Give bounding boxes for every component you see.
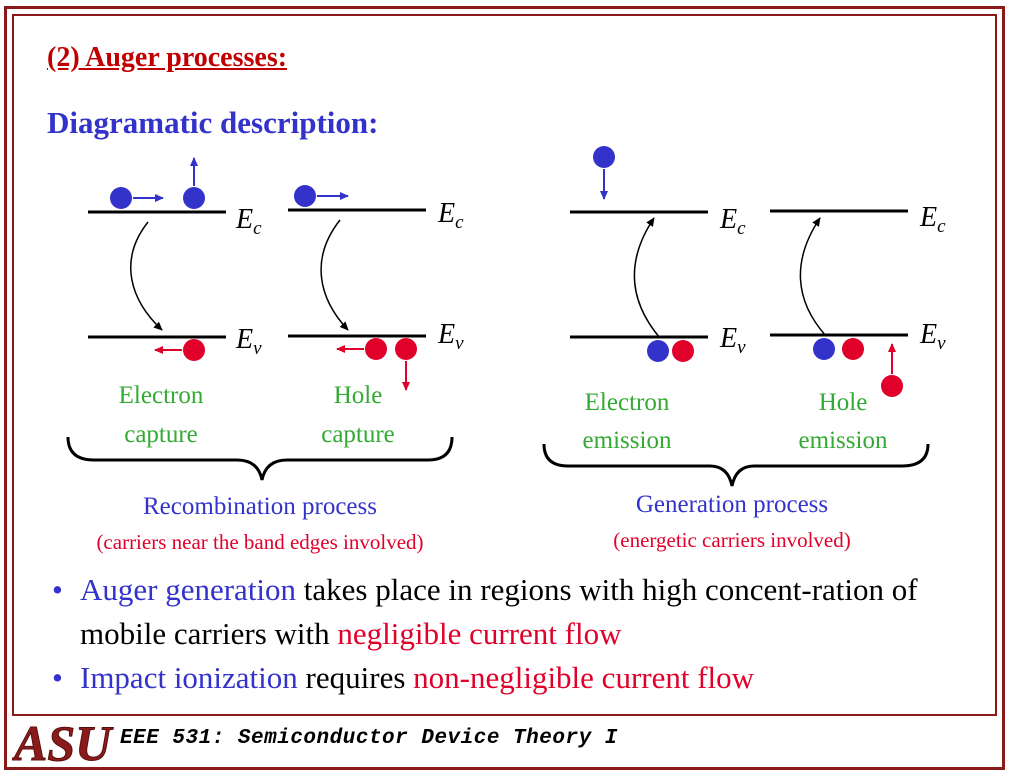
ec-label: Ec [437, 198, 464, 233]
ec-label: Ec [235, 204, 262, 239]
bullet-text: takes place in regions with high concent… [80, 572, 918, 651]
slide-heading: (2) Auger processes: [47, 42, 288, 73]
electron [183, 187, 205, 209]
hole [842, 338, 864, 360]
process-label-line1: Electron [119, 382, 204, 409]
ev-label: Ev [235, 324, 262, 359]
transition-arrow [799, 217, 827, 337]
panel-hole-emission: Ec Ev Hole emission [770, 202, 946, 454]
hole [672, 340, 694, 362]
bullet-emphasis: non-negligible current flow [413, 660, 755, 695]
slide-inner-frame [12, 14, 997, 716]
slide-outer-frame [4, 6, 1005, 770]
bullet-marker: • [52, 572, 63, 607]
ev-label: Ev [919, 319, 946, 354]
panel-electron-emission: Ec Ev Electron emission [570, 146, 746, 454]
process-label-line2: capture [321, 421, 395, 448]
bullet-marker: • [52, 660, 63, 695]
ec-label: Ec [719, 204, 746, 239]
process-label-line1: Hole [819, 389, 868, 416]
process-label-line1: Hole [334, 382, 383, 409]
recombination-brace [66, 436, 454, 481]
bullet-term: Auger generation [80, 572, 297, 607]
electron [647, 340, 669, 362]
process-label-line2: emission [583, 427, 672, 454]
ev-label: Ev [437, 319, 464, 354]
ev-label: Ev [719, 323, 746, 358]
bullet-emphasis: negligible current flow [337, 616, 622, 651]
bullet-list: • Auger generation takes place in region… [52, 568, 962, 700]
electron [294, 185, 316, 207]
hole [365, 338, 387, 360]
transition-arrow [633, 217, 661, 339]
process-label-line2: emission [799, 427, 888, 454]
process-label-line2: capture [124, 421, 198, 448]
bullet-text: requires [297, 660, 414, 695]
slide-subheading: Diagramatic description: [47, 105, 379, 140]
process-label-line1: Electron [585, 389, 670, 416]
electron [593, 146, 615, 168]
recombination-note: (carriers near the band edges involved) [96, 530, 423, 554]
generation-brace [542, 443, 930, 487]
electron [813, 338, 835, 360]
course-footer: EEE 531: Semiconductor Device Theory I [120, 727, 618, 750]
hole [881, 375, 903, 397]
transition-arrow [320, 219, 349, 331]
electron [110, 187, 132, 209]
generation-note: (energetic carriers involved) [613, 528, 851, 552]
ec-label: Ec [919, 202, 946, 237]
bullet-item: • Impact ionization requires non-negligi… [52, 656, 962, 700]
bullet-term: Impact ionization [80, 660, 298, 695]
hole [395, 338, 417, 360]
hole [183, 339, 205, 361]
asu-logo: ASU [12, 715, 115, 771]
transition-arrow [130, 221, 163, 331]
recombination-title: Recombination process [143, 493, 377, 520]
svg-text:ASU: ASU [12, 715, 114, 770]
panel-electron-capture: Ec Ev Electron capture [88, 157, 262, 448]
generation-title: Generation process [636, 491, 828, 518]
panel-hole-capture: Ec Ev Hole capture [288, 185, 464, 448]
bullet-item: • Auger generation takes place in region… [52, 568, 962, 656]
